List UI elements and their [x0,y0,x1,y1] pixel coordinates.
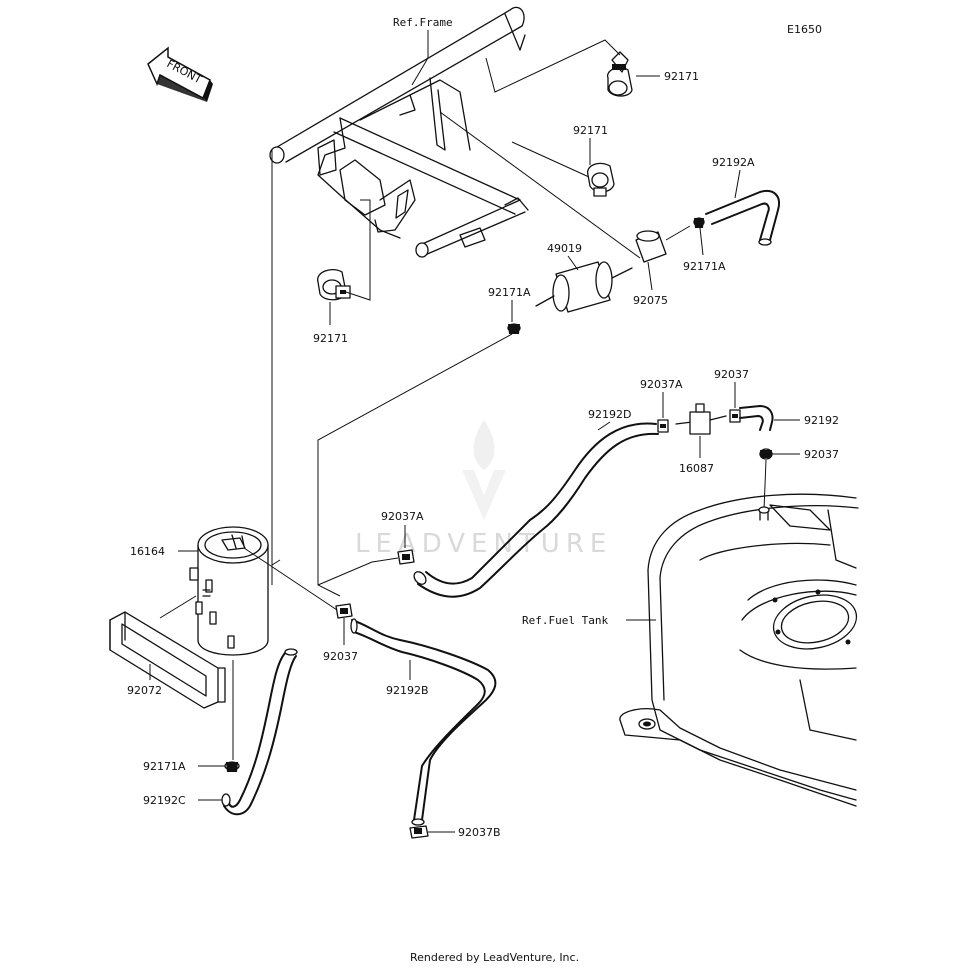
clamp-92171-top [607,51,633,97]
clamp-92171A-right [693,217,705,228]
callout-16164: 16164 [130,545,165,558]
callout-92171-mid: 92171 [573,124,608,137]
callout-92192: 92192 [804,414,839,427]
hose-92192A [705,190,780,246]
front-arrow-icon: FRONT [147,46,213,102]
diagram-code: E1650 [787,23,822,36]
callout-92192D: 92192D [588,408,631,421]
footer-credit: Rendered by LeadVenture, Inc. [410,951,579,964]
clamp-92037A-top [657,419,669,433]
clamp-92037-top [729,409,741,423]
callout-92171-top: 92171 [664,70,699,83]
valve-16087 [675,403,727,435]
clamp-92171A-low [224,761,240,772]
callout-92075: 92075 [633,294,668,307]
clamp-92171A-mid [507,323,521,334]
callout-92072: 92072 [127,684,162,697]
callout-92171A-right: 92171A [683,260,726,273]
callout-92171A-low: 92171A [143,760,186,773]
clamp-92037-low [335,603,353,619]
ref-frame-label: Ref.Frame [393,16,453,29]
callout-92171A-mid: 92171A [488,286,531,299]
callout-92037-top: 92037 [714,368,749,381]
callout-92171-left: 92171 [313,332,348,345]
callout-92192B: 92192B [386,684,429,697]
ref-fuel-tank-label: Ref.Fuel Tank [522,614,608,627]
callout-92037A-mid: 92037A [381,510,424,523]
callout-92192C: 92192C [143,794,186,807]
hose-92192C [221,648,298,816]
callout-49019: 49019 [547,242,582,255]
watermark-logo [462,420,506,520]
hose-92192D [413,422,659,598]
callout-92037-right: 92037 [804,448,839,461]
hose-92192B [350,618,497,826]
callout-92037-low: 92037 [323,650,358,663]
fuel-filter-49019 [535,261,633,313]
clamp-92171-left [317,268,351,301]
canister-16164 [189,526,269,656]
fitting-92075 [635,230,667,263]
watermark-text: LEADVENTURE [355,529,612,559]
clamp-92037-right [759,448,773,460]
hose-92192 [739,405,774,431]
clamp-92037A-mid [397,549,415,565]
callout-92037A-top: 92037A [640,378,683,391]
bracket-92072 [109,611,226,709]
callout-92037B: 92037B [458,826,501,839]
fuel-tank [619,493,859,807]
clamp-92037B [409,825,429,839]
callout-16087: 16087 [679,462,714,475]
frame-assembly [269,6,641,259]
callout-92192A: 92192A [712,156,755,169]
clamp-92171-mid [587,162,615,197]
